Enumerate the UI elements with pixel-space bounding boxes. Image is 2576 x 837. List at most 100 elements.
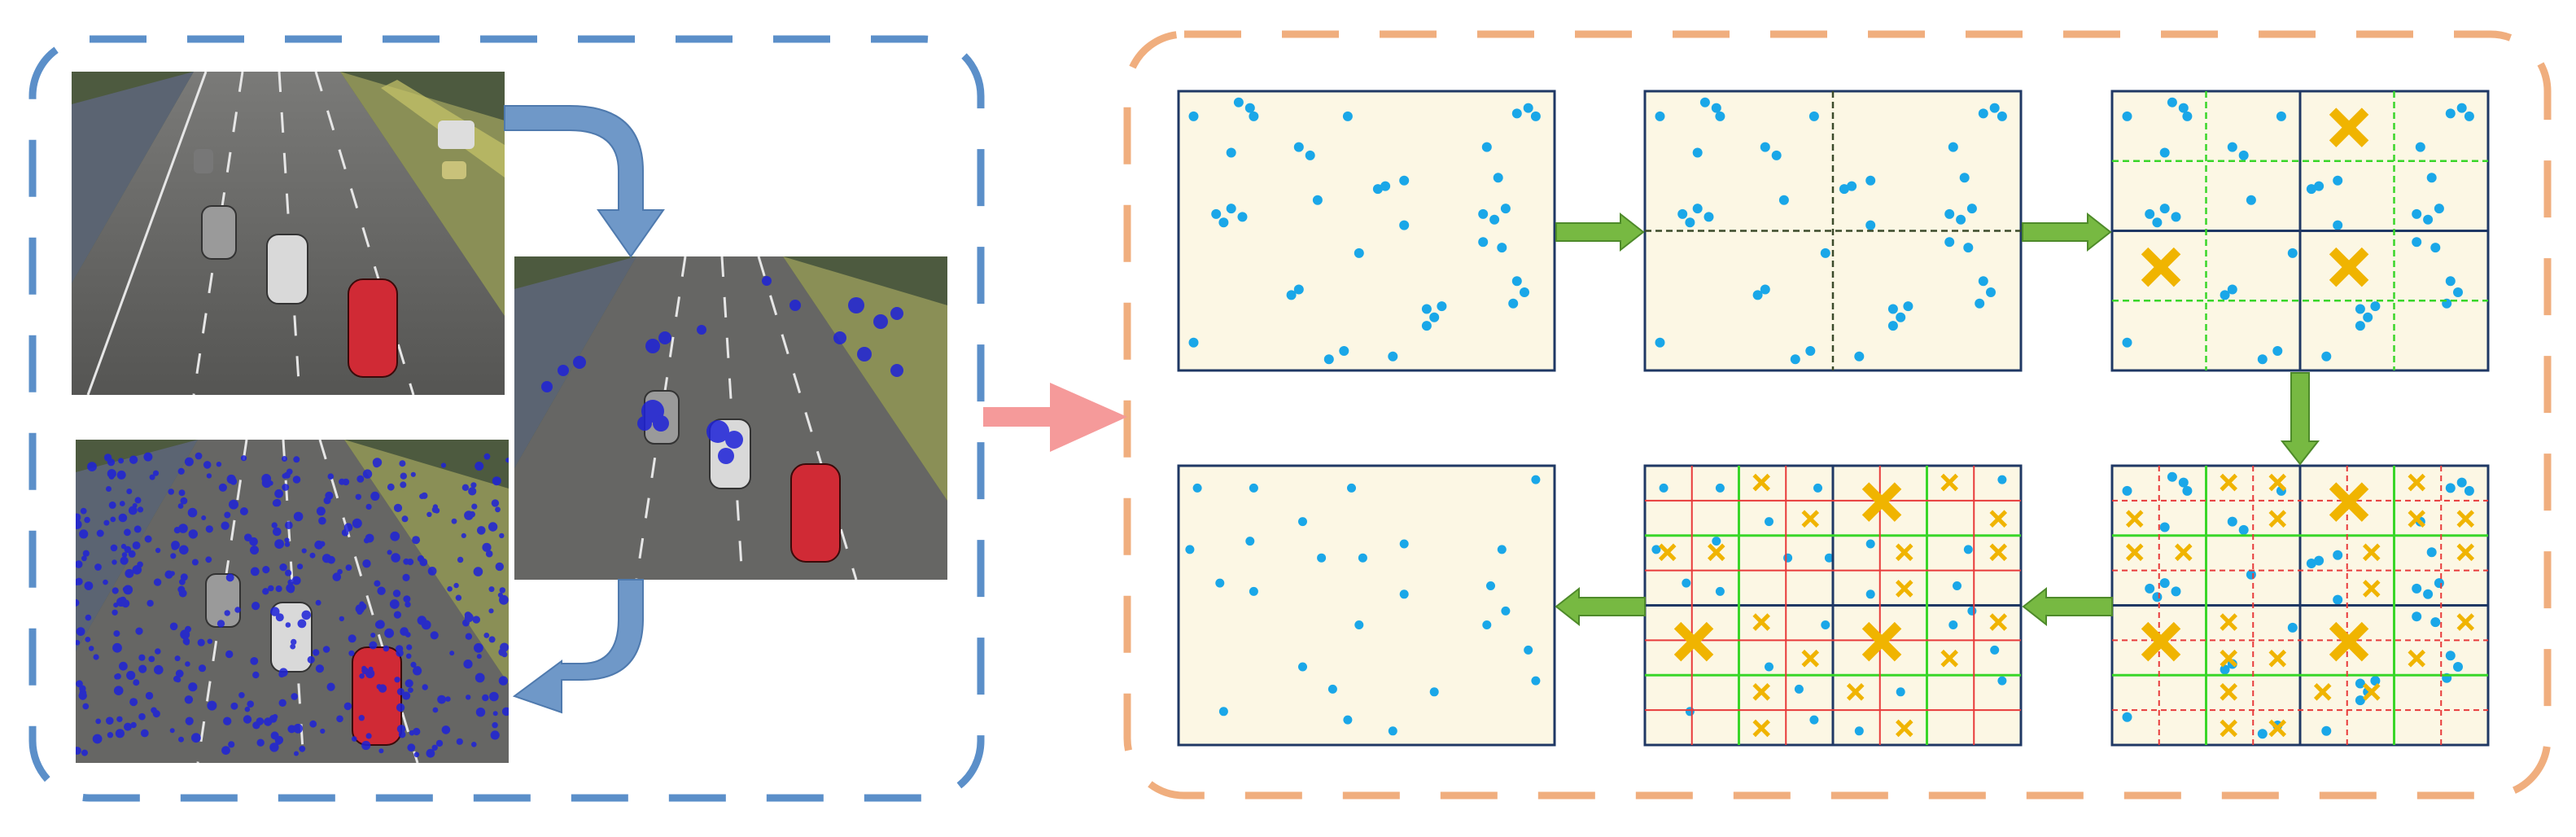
feature-point bbox=[106, 716, 114, 725]
feature-point bbox=[262, 588, 269, 595]
feature-point bbox=[501, 707, 509, 716]
feature-point bbox=[463, 660, 473, 669]
keypoint-dot bbox=[1339, 346, 1349, 356]
feature-point bbox=[456, 738, 463, 745]
feature-point bbox=[413, 727, 421, 736]
feature-point bbox=[475, 673, 485, 683]
feature-point bbox=[270, 731, 279, 740]
keypoint-dot bbox=[1226, 204, 1236, 214]
feature-point bbox=[378, 684, 387, 693]
keypoint-dot bbox=[1429, 312, 1440, 322]
feature-point bbox=[188, 529, 198, 539]
removed-node-cross bbox=[2141, 621, 2181, 662]
right-dashed-frame bbox=[1123, 30, 2552, 800]
flow-arrow-4 bbox=[2022, 586, 2113, 627]
cross-stroke bbox=[1846, 683, 1865, 701]
cross-stroke bbox=[2175, 543, 2193, 562]
feature-point bbox=[133, 525, 142, 533]
feature-point bbox=[435, 739, 444, 747]
feature-point bbox=[282, 456, 287, 462]
keypoint-dot bbox=[1967, 606, 1977, 616]
feature-point bbox=[273, 498, 282, 507]
keypoint-dot bbox=[2178, 477, 2189, 488]
feature-point bbox=[173, 675, 180, 682]
keypoint-dot bbox=[1327, 684, 1337, 694]
feature-point bbox=[505, 458, 509, 463]
cross-stroke bbox=[2456, 613, 2475, 631]
feature-point bbox=[205, 556, 212, 563]
keypoint-dot bbox=[1790, 354, 1800, 365]
keypoint-dot bbox=[2333, 594, 2343, 605]
feature-point bbox=[495, 562, 504, 572]
keypoint-dot bbox=[2227, 284, 2237, 295]
keypoint-dot bbox=[1685, 217, 1695, 228]
keypoint-dot bbox=[1317, 553, 1327, 563]
removed-node-cross bbox=[1708, 543, 1725, 562]
removed-node-cross bbox=[2313, 683, 2332, 701]
keypoint-dot bbox=[1771, 150, 1782, 160]
feature-point bbox=[76, 560, 83, 568]
keypoint-dot bbox=[1312, 195, 1323, 205]
feature-point bbox=[207, 638, 212, 644]
feature-point bbox=[96, 529, 104, 537]
keypoint-dot bbox=[1808, 111, 1819, 121]
sparse-feature-clusters bbox=[541, 276, 903, 464]
keypoint-dot bbox=[1760, 284, 1770, 295]
keypoint-dot bbox=[1497, 243, 1507, 253]
feature-point bbox=[118, 513, 128, 523]
feature-point bbox=[169, 571, 175, 576]
feature-point bbox=[468, 487, 477, 496]
feature-point bbox=[133, 679, 140, 686]
feature-point bbox=[116, 470, 126, 480]
feature-point bbox=[282, 484, 290, 491]
feature-point bbox=[262, 566, 270, 574]
keypoint-dot bbox=[1809, 715, 1819, 725]
keypoint-dot bbox=[1821, 620, 1830, 629]
cross-stroke bbox=[1989, 613, 2008, 631]
feature-point bbox=[135, 627, 143, 635]
feature-point bbox=[93, 654, 99, 660]
keypoint-dot bbox=[1237, 212, 1248, 222]
feature-point bbox=[499, 532, 505, 539]
cross-stroke bbox=[1752, 683, 1770, 701]
cross-stroke bbox=[1940, 473, 1958, 492]
feature-point bbox=[315, 664, 324, 673]
keypoint-dot bbox=[1655, 111, 1665, 121]
feature-point bbox=[216, 620, 225, 628]
feature-point bbox=[441, 725, 451, 734]
keypoint-dot bbox=[1975, 298, 1985, 309]
feature-point bbox=[118, 458, 125, 464]
cross-stroke bbox=[2408, 473, 2425, 492]
keypoint-dot bbox=[1956, 214, 1966, 225]
cross-stroke bbox=[1752, 473, 1770, 492]
keypoint-dot bbox=[1421, 321, 1432, 331]
feature-point bbox=[391, 553, 400, 563]
flow-arrow-5 bbox=[1555, 586, 1646, 627]
green-arrow-shape bbox=[1555, 586, 1646, 627]
feature-point bbox=[498, 676, 509, 686]
feature-point bbox=[319, 541, 326, 547]
feature-point bbox=[184, 457, 194, 467]
feature-point bbox=[274, 489, 283, 498]
keypoint-dot bbox=[1711, 103, 1721, 113]
feature-point bbox=[152, 470, 160, 476]
cross-stroke bbox=[1896, 543, 1913, 562]
feature-point bbox=[301, 548, 307, 554]
feature-point bbox=[497, 592, 504, 598]
feature-point bbox=[138, 712, 146, 721]
keypoint-dot bbox=[2182, 111, 2193, 121]
keypoint-dot bbox=[2415, 142, 2425, 152]
feature-point bbox=[339, 616, 344, 622]
keypoint-dot bbox=[1188, 337, 1199, 348]
feature-point bbox=[244, 706, 251, 712]
feature-point bbox=[185, 716, 194, 725]
feature-point bbox=[396, 688, 405, 695]
feature-point bbox=[413, 666, 422, 676]
keypoint-dot bbox=[2257, 729, 2268, 739]
feature-point bbox=[185, 661, 190, 667]
feature-point bbox=[455, 594, 462, 601]
keypoint-dot bbox=[1990, 645, 2000, 655]
keypoint-dot bbox=[1481, 142, 1492, 152]
feature-point bbox=[417, 616, 426, 625]
keypoint-dot bbox=[2159, 147, 2170, 158]
